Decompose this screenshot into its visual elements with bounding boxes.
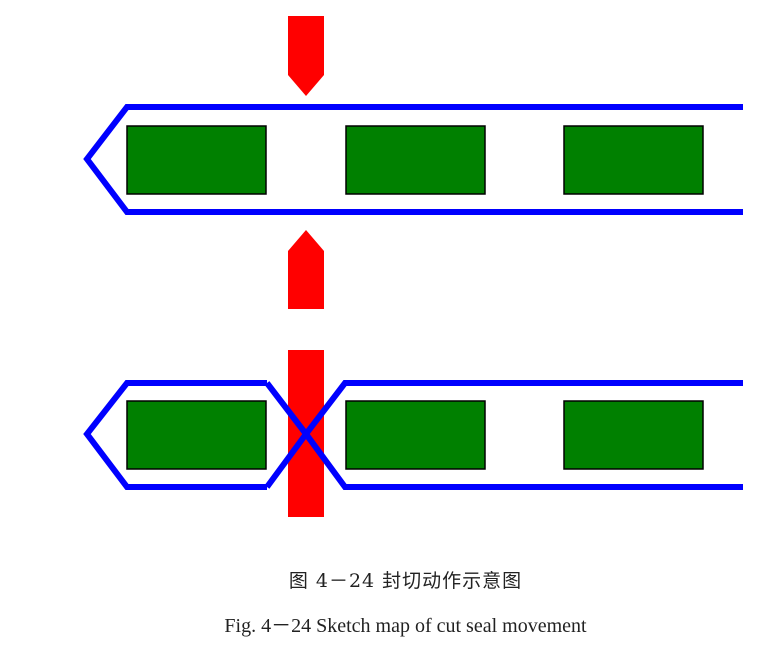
stage-before-cut	[83, 16, 743, 309]
product-box	[345, 125, 486, 195]
figure-caption-chinese: 图 4－24 封切动作示意图	[288, 570, 523, 592]
bottom-cutter	[288, 230, 324, 309]
film-seal-cross-a	[264, 381, 743, 490]
product-box	[563, 125, 704, 195]
figure-caption-english: Fig. 4－24 Sketch map of cut seal movemen…	[224, 615, 587, 637]
stage-cut-seal	[83, 350, 743, 517]
product-box	[563, 400, 704, 470]
film-seal-cross-b	[264, 380, 743, 489]
film-wrap-sealed-left	[83, 380, 267, 490]
film-wrap-top-stage	[83, 104, 743, 215]
top-cutter	[288, 16, 324, 96]
product-box	[126, 125, 267, 195]
product-box	[345, 400, 486, 470]
product-box	[126, 400, 267, 470]
cut-seal-diagram	[83, 16, 743, 517]
